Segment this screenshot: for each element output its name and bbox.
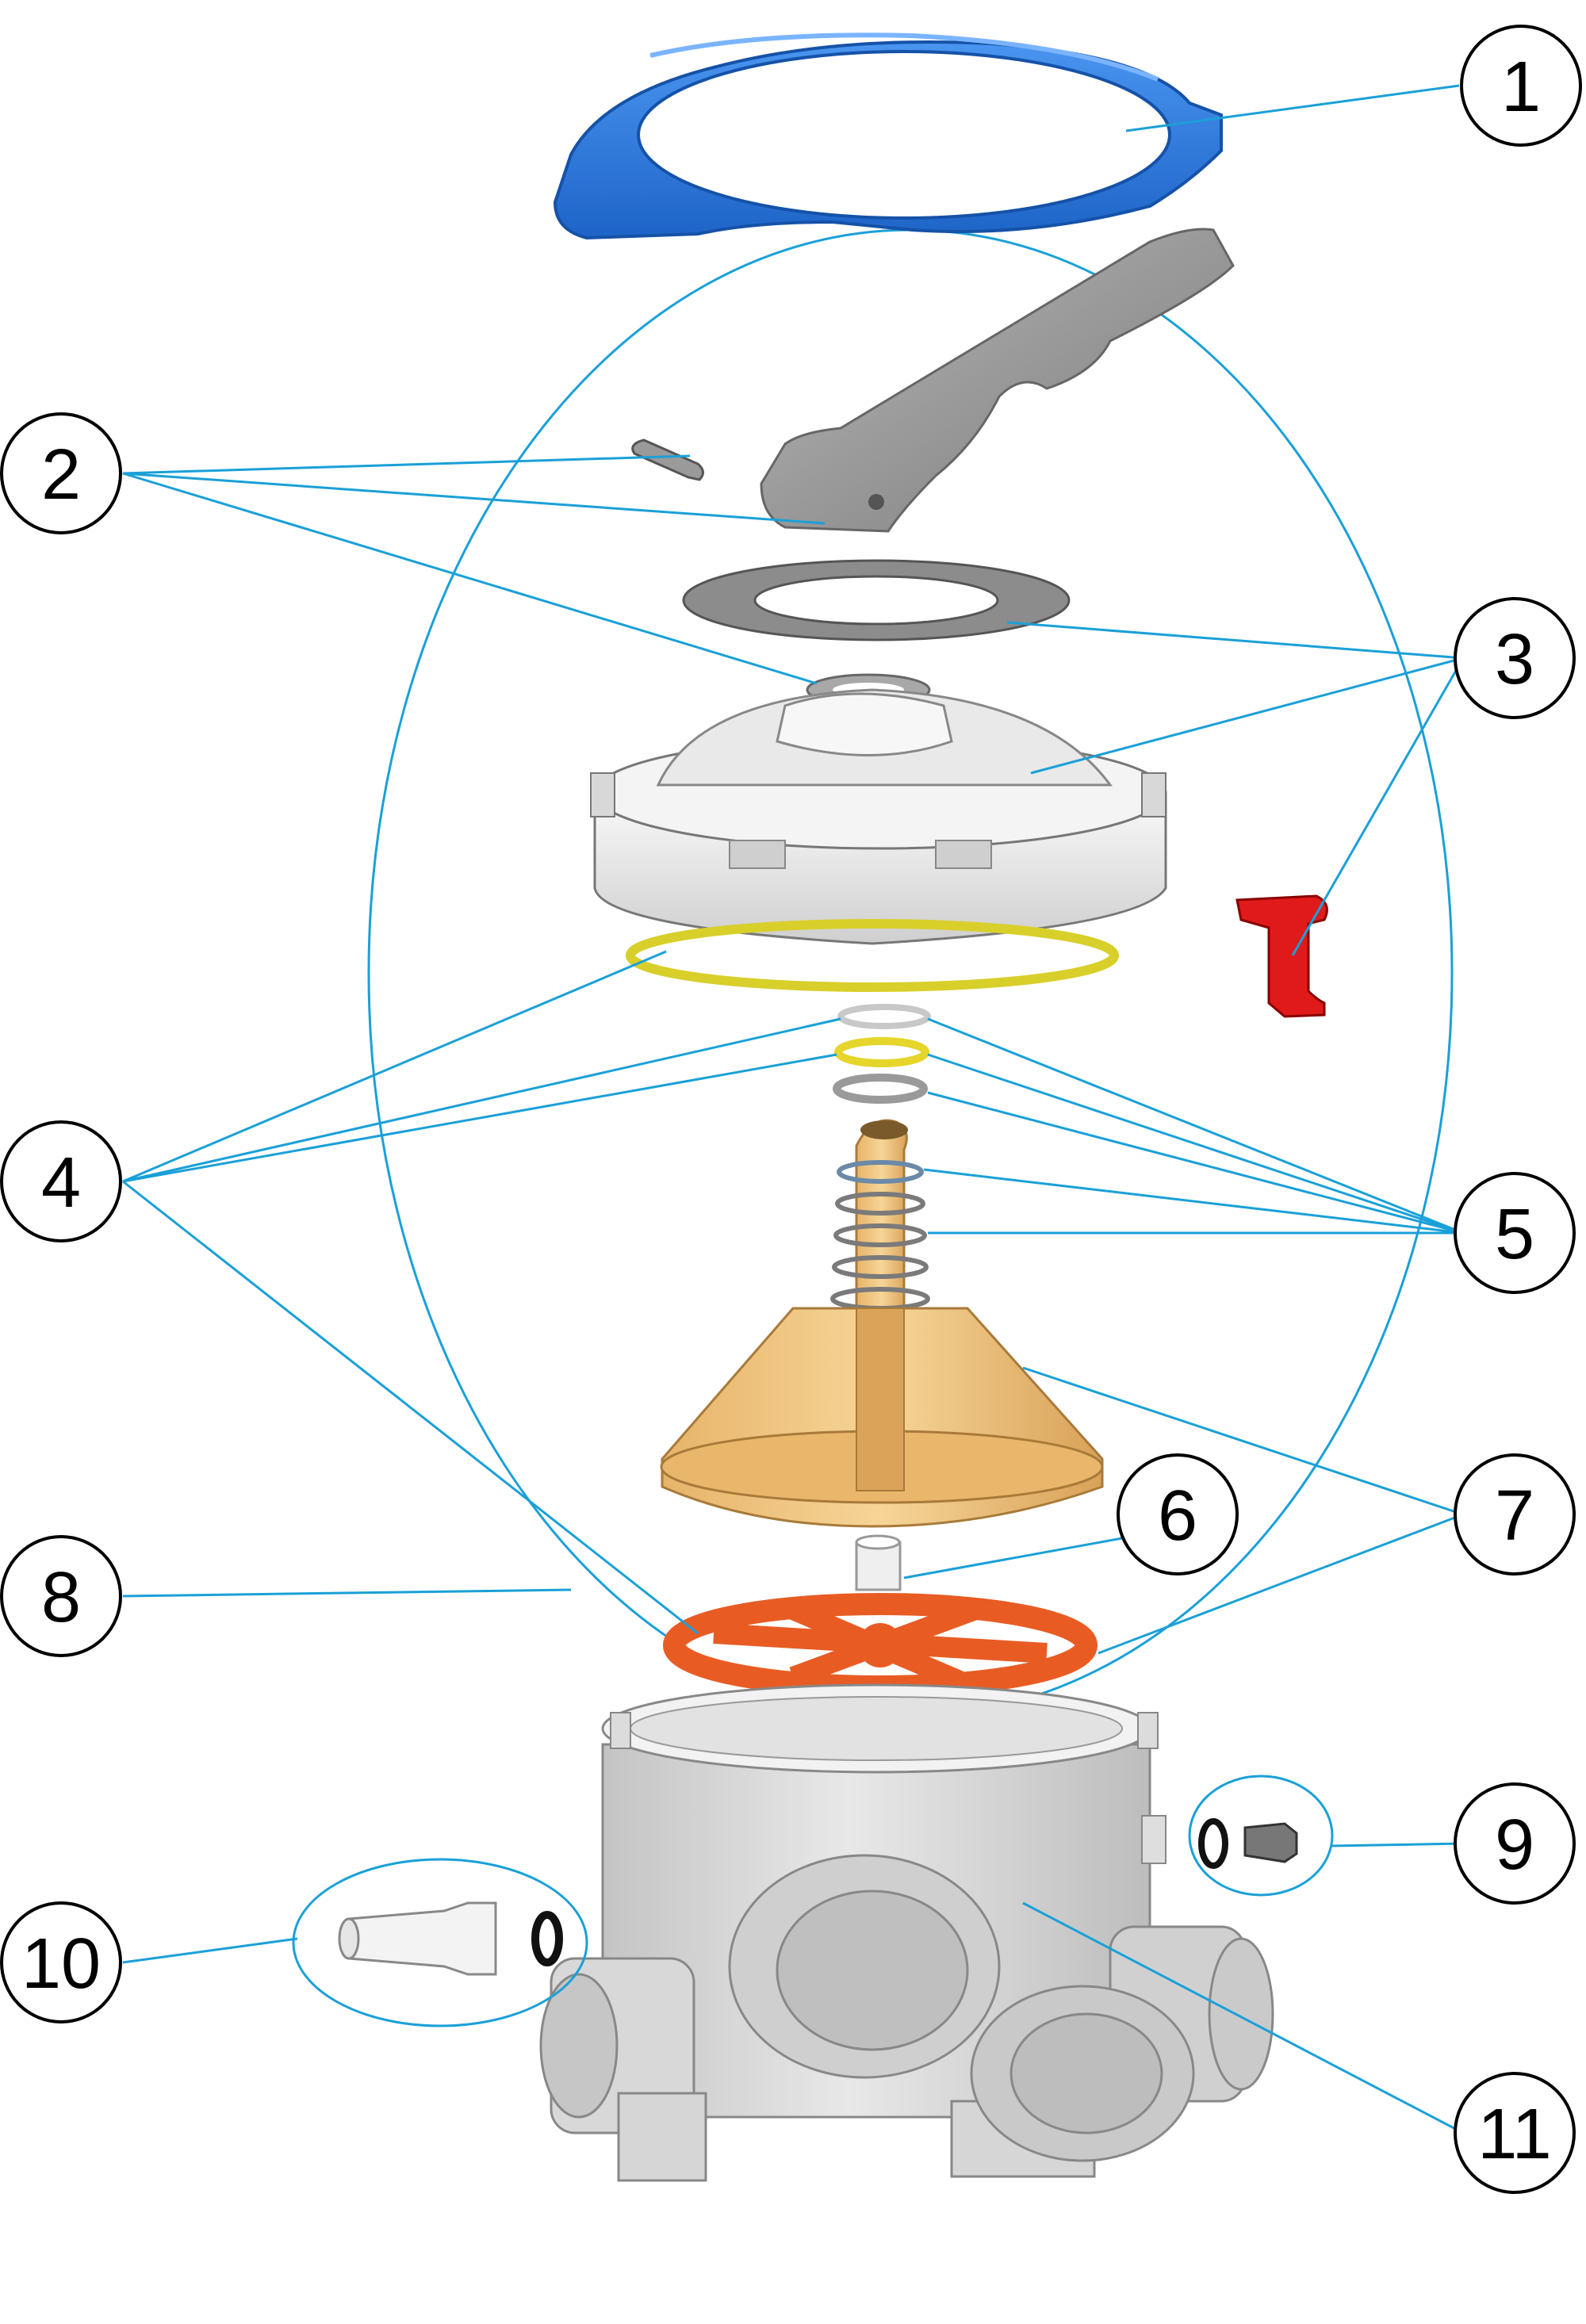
- callout-3: 3: [1454, 597, 1576, 719]
- callout-label: 4: [41, 1143, 81, 1223]
- spider-gasket: [663, 1593, 1098, 1698]
- clamp-ring: [553, 33, 1223, 240]
- callout-label: 7: [1495, 1476, 1534, 1556]
- cover-o-ring: [626, 919, 1119, 992]
- callout-8: 8: [0, 1535, 122, 1657]
- callout-11: 11: [1454, 2072, 1576, 2194]
- handle-pin: [631, 438, 704, 481]
- drain-plug-group: [1188, 1775, 1334, 1897]
- red-plug: [1235, 894, 1328, 1018]
- callout-label: 8: [41, 1558, 81, 1637]
- callout-label: 1: [1501, 48, 1541, 127]
- connector-group: [292, 1858, 588, 2027]
- valve-body: [539, 1683, 1274, 2182]
- callout-label: 9: [1495, 1805, 1534, 1885]
- callout-7: 7: [1454, 1453, 1576, 1575]
- callout-label: 3: [1495, 620, 1534, 699]
- callout-6: 6: [1117, 1453, 1239, 1575]
- callout-label: 10: [21, 1924, 101, 2004]
- callout-4: 4: [0, 1120, 122, 1242]
- rotor-cone: [660, 1307, 1104, 1528]
- shaft-rings: [833, 1004, 931, 1104]
- callout-9: 9: [1454, 1782, 1576, 1905]
- callout-label: 5: [1495, 1195, 1534, 1274]
- valve-cover: [590, 688, 1167, 945]
- callout-label: 6: [1158, 1476, 1197, 1556]
- callout-label: 11: [1477, 2095, 1551, 2174]
- callout-5: 5: [1454, 1172, 1576, 1294]
- handle: [760, 228, 1235, 533]
- callout-1: 1: [1460, 25, 1582, 147]
- small-pin: [855, 1534, 902, 1591]
- callout-label: 2: [41, 435, 81, 515]
- leader-lines: [122, 84, 1465, 2134]
- flat-gasket: [682, 559, 1071, 641]
- callout-10: 10: [0, 1901, 122, 2023]
- callout-2: 2: [0, 412, 122, 534]
